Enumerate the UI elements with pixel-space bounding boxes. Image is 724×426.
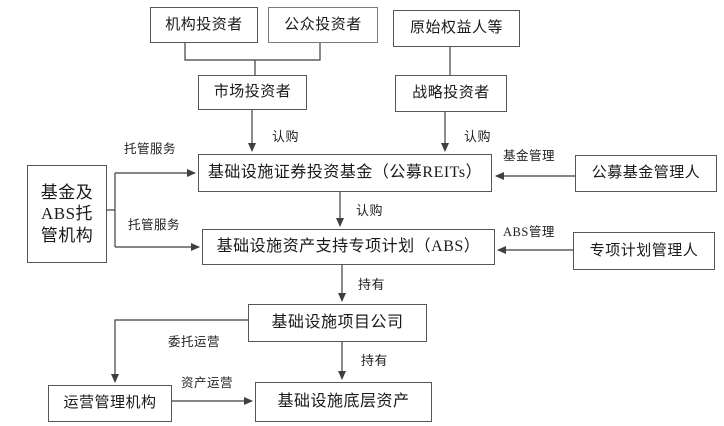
edge-project-to-operator (111, 319, 248, 383)
node-market-investors: 市场投资者 (198, 75, 307, 110)
edge-label-entrusted-operation: 委托运营 (168, 335, 221, 349)
edge-label-asset-operation: 资产运营 (181, 376, 234, 390)
node-project-company: 基础设施项目公司 (248, 304, 427, 342)
edge-label-hold-abs: 持有 (358, 277, 386, 292)
node-institutional-investors: 机构投资者 (150, 7, 258, 43)
node-strategic-investors: 战略投资者 (395, 75, 507, 112)
node-reits-fund: 基础设施证券投资基金（公募REITs） (198, 154, 492, 192)
node-original-equity-holders: 原始权益人等 (393, 10, 520, 47)
edge-label-fund-management: 基金管理 (503, 149, 556, 163)
node-abs-plan: 基础设施资产支持专项计划（ABS） (202, 229, 495, 265)
edge-label-hold-project: 持有 (361, 353, 389, 368)
edge-label-abs-management: ABS管理 (503, 225, 555, 239)
edge-label-custody-service-top: 托管服务 (124, 142, 177, 156)
node-special-plan-manager: 专项计划管理人 (573, 232, 715, 270)
edge-investors-merge (184, 43, 321, 61)
node-public-investors: 公众投资者 (268, 7, 378, 43)
node-public-fund-manager: 公募基金管理人 (575, 155, 717, 192)
node-custodian: 基金及 ABS托 管机构 (27, 165, 107, 263)
edge-label-subscription-market: 认购 (272, 129, 300, 144)
edge-label-subscription-strategic: 认购 (464, 129, 492, 144)
node-operation-manager: 运营管理机构 (48, 385, 172, 422)
edge-label-subscription-reits: 认购 (356, 203, 384, 218)
edge-label-custody-service-bottom: 托管服务 (128, 218, 181, 232)
node-underlying-assets: 基础设施底层资产 (255, 382, 432, 422)
